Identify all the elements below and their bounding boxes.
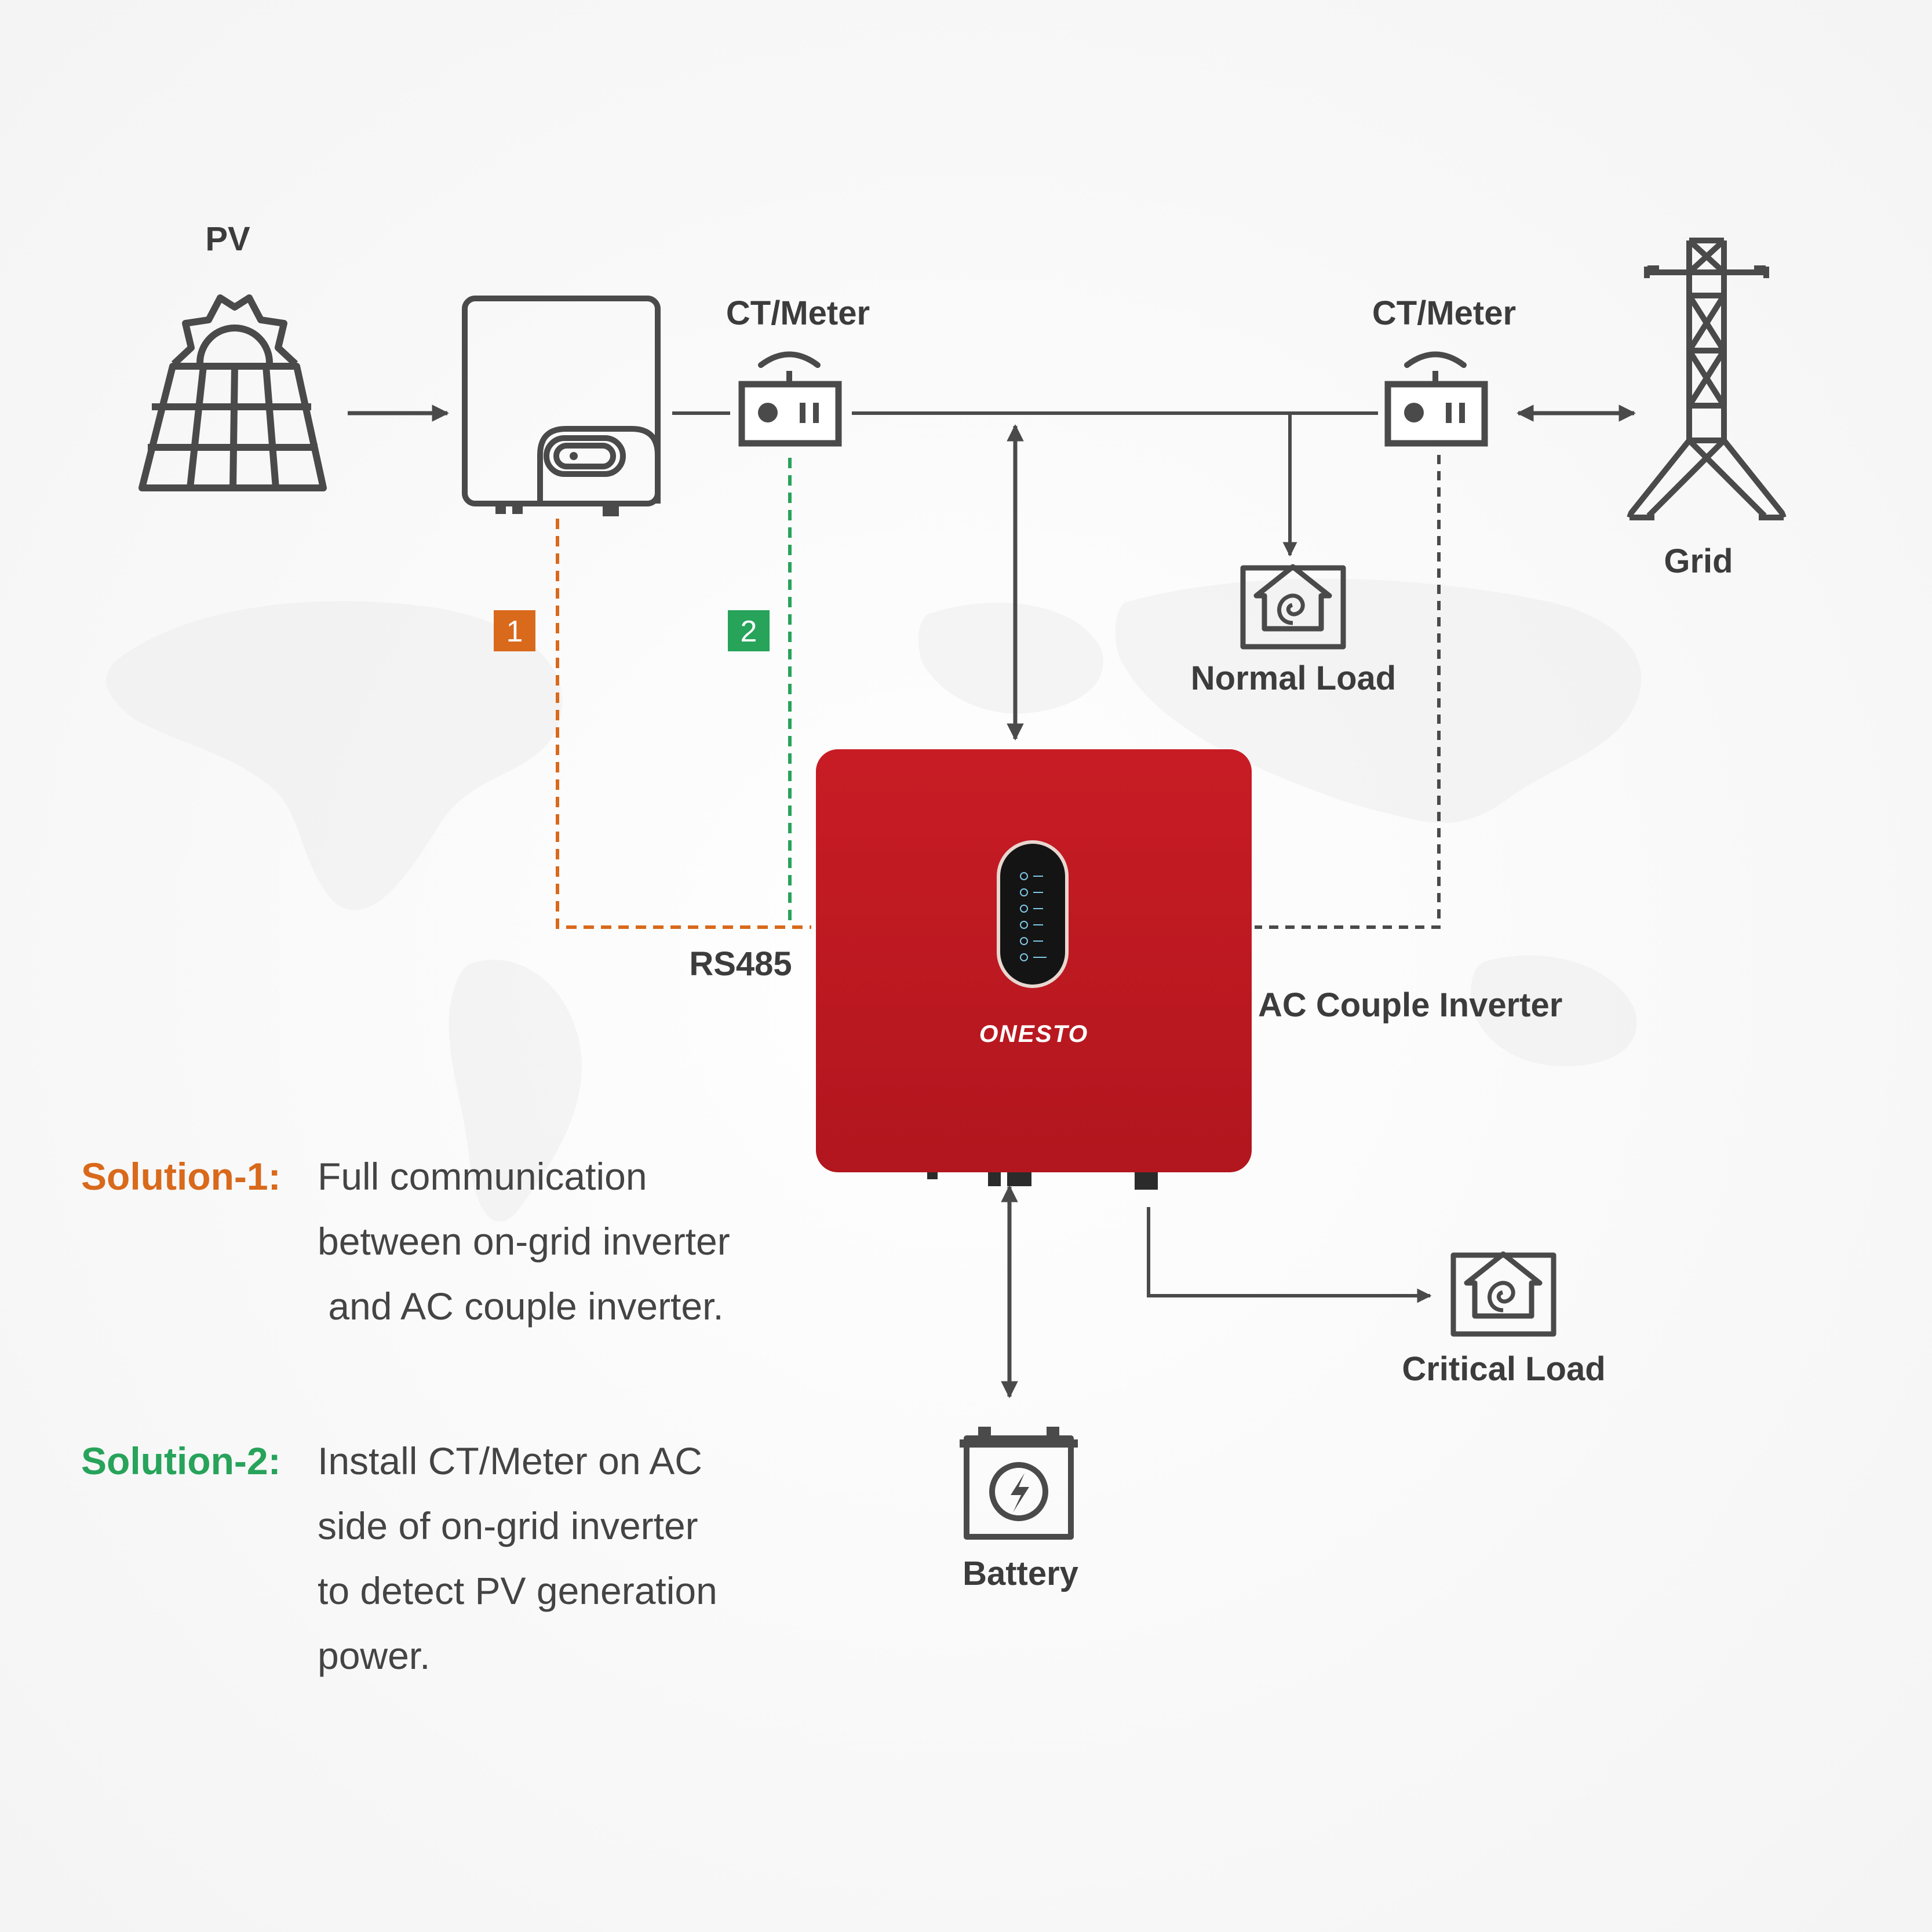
rs485-label: RS485	[689, 945, 792, 983]
ct-meter-label: CT/Meter	[726, 294, 870, 332]
solution-1-title: Solution-1:	[81, 1155, 281, 1198]
brand-logo: ONESTO	[979, 1020, 1089, 1047]
pv-label: PV	[205, 220, 250, 258]
solution-2-line: Install CT/Meter on AC	[318, 1439, 702, 1482]
badge-2: 2	[728, 610, 770, 651]
badge-1-label: 1	[506, 615, 523, 648]
solution-2-line: to detect PV generation	[318, 1569, 717, 1612]
badge-1: 1	[494, 610, 535, 651]
meter-icon	[738, 351, 842, 447]
inverter-critical-load-arrow	[1147, 1207, 1432, 1303]
battery-label: Battery	[963, 1555, 1078, 1592]
solution-2-line: power.	[318, 1634, 430, 1677]
badge-2-label: 2	[741, 615, 757, 648]
house-icon	[1240, 564, 1346, 650]
connector	[1019, 1172, 1031, 1186]
critical-load-label: Critical Load	[1402, 1350, 1605, 1388]
solution-1-line: Full communication	[318, 1155, 647, 1198]
ct-meter-label: CT/Meter	[1372, 294, 1516, 332]
house-icon	[1450, 1251, 1556, 1337]
connector	[1135, 1172, 1158, 1190]
ac-couple-inverter: ONESTO	[816, 749, 1252, 1190]
solution-2-line: side of on-grid inverter	[318, 1504, 698, 1547]
meter-icon	[1384, 351, 1488, 447]
connector	[988, 1172, 1001, 1186]
solar-panel-icon	[138, 294, 327, 491]
display-screen	[1000, 844, 1065, 985]
solution-1: Solution-1: Full communication between o…	[81, 1155, 730, 1328]
solution-2: Solution-2: Install CT/Meter on AC side …	[81, 1439, 717, 1677]
battery-icon	[960, 1427, 1078, 1540]
normal-load-label: Normal Load	[1191, 659, 1397, 697]
solution1-comm-line	[556, 519, 811, 929]
inverter-icon	[462, 296, 661, 516]
solution-2-title: Solution-2:	[81, 1439, 281, 1482]
connector	[927, 1172, 938, 1179]
solution-1-line: and AC couple inverter.	[318, 1285, 724, 1328]
solution-1-line: between on-grid inverter	[318, 1220, 730, 1263]
connector	[1007, 1172, 1020, 1186]
power-tower-icon	[1627, 238, 1787, 520]
ac-couple-inverter-label: AC Couple Inverter	[1258, 986, 1562, 1024]
grid-meter-comm-line	[1255, 455, 1441, 929]
status-leds	[1020, 872, 1047, 961]
grid-label: Grid	[1664, 542, 1733, 580]
